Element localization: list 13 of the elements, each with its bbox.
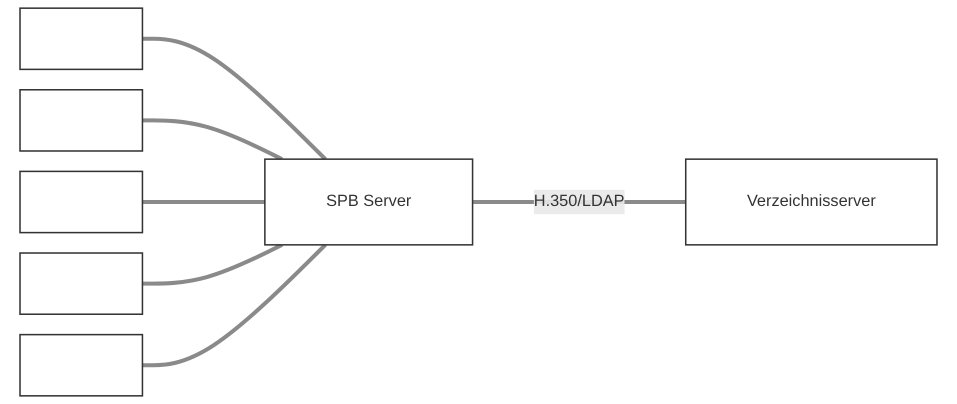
connector bbox=[142, 243, 283, 286]
connector bbox=[142, 36, 327, 161]
node-box: SPB Server bbox=[264, 158, 474, 246]
node-box bbox=[19, 334, 144, 397]
node-box bbox=[19, 170, 144, 234]
node-box: Verzeichnisserver bbox=[684, 158, 938, 246]
node-box bbox=[19, 252, 144, 315]
connector bbox=[142, 118, 283, 161]
connector bbox=[142, 200, 265, 204]
connector bbox=[142, 243, 327, 368]
node-box bbox=[19, 7, 144, 70]
edge-label: H.350/LDAP bbox=[534, 192, 625, 210]
node-box bbox=[19, 89, 144, 152]
